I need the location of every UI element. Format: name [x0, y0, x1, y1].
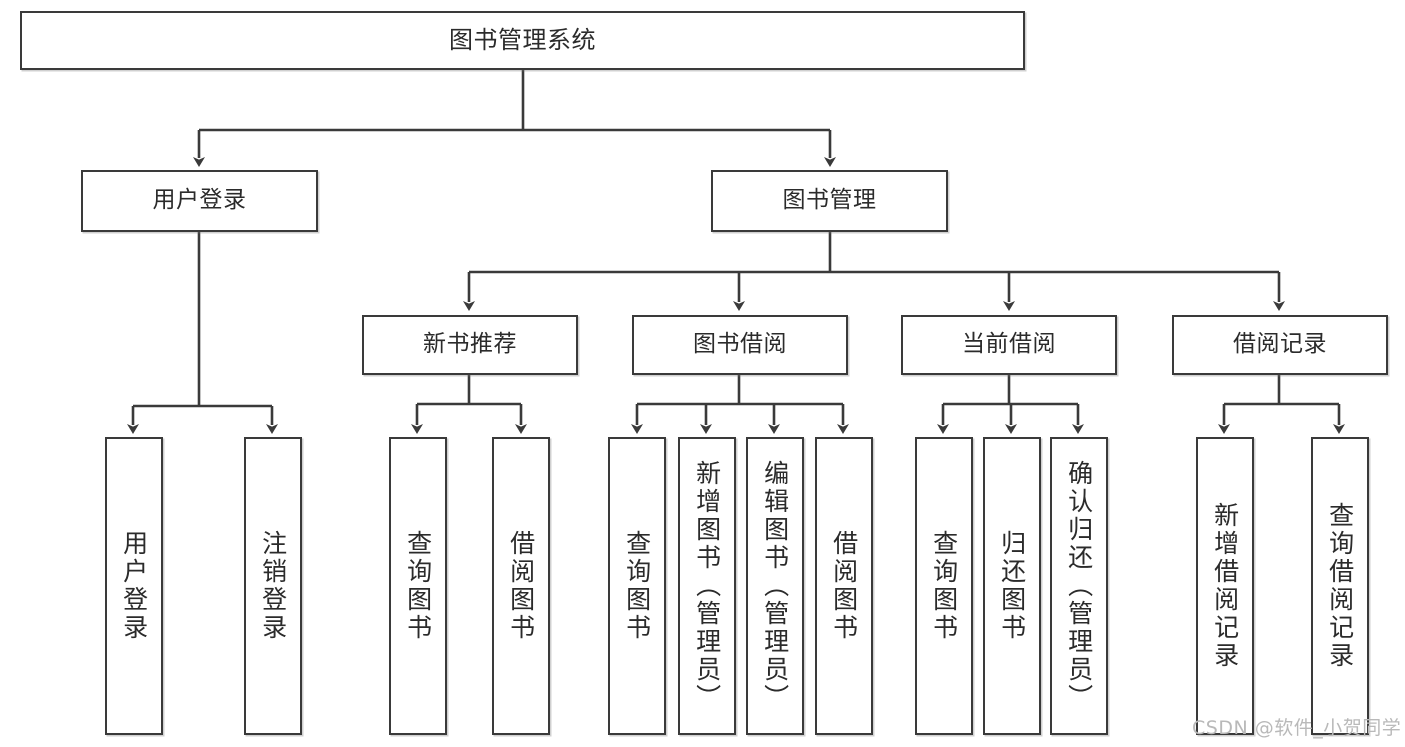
node-label: 查询图书: [622, 530, 652, 642]
node-label: 新书推荐: [423, 331, 517, 358]
node-label: 新增图书（管理员）: [692, 460, 722, 712]
node-label: 图书管理: [782, 187, 877, 214]
node-label: 编辑图书（管理员）: [760, 460, 790, 712]
node-label: 当前借阅: [962, 331, 1056, 358]
node-label: 用户登录: [152, 187, 247, 214]
node-label: 借阅记录: [1233, 331, 1327, 358]
node-label: 归还图书: [997, 530, 1027, 642]
leaf-current-confirm-return-admin[interactable]: 确认归还（管理员）: [1050, 437, 1108, 735]
node-label: 查询图书: [929, 530, 959, 642]
node-book-management[interactable]: 图书管理: [711, 170, 948, 232]
node-label: 图书借阅: [693, 331, 787, 358]
leaf-user-logout[interactable]: 注销登录: [244, 437, 302, 735]
leaf-newbook-query-book[interactable]: 查询图书: [389, 437, 447, 735]
node-label: 图书管理系统: [449, 26, 596, 55]
node-label: 确认归还（管理员）: [1064, 460, 1094, 712]
leaf-current-return-book[interactable]: 归还图书: [983, 437, 1041, 735]
leaf-current-query-book[interactable]: 查询图书: [915, 437, 973, 735]
node-label: 新增借阅记录: [1210, 502, 1240, 670]
node-label: 用户登录: [119, 530, 149, 642]
node-current-borrow[interactable]: 当前借阅: [901, 315, 1117, 375]
leaf-newbook-borrow-book[interactable]: 借阅图书: [492, 437, 550, 735]
leaf-records-query-record[interactable]: 查询借阅记录: [1311, 437, 1369, 735]
leaf-borrow-query-book[interactable]: 查询图书: [608, 437, 666, 735]
leaf-records-add-record[interactable]: 新增借阅记录: [1196, 437, 1254, 735]
node-new-book-recommend[interactable]: 新书推荐: [362, 315, 578, 375]
node-user-login[interactable]: 用户登录: [81, 170, 318, 232]
node-root-system[interactable]: 图书管理系统: [20, 11, 1025, 70]
node-book-borrow[interactable]: 图书借阅: [632, 315, 848, 375]
node-label: 借阅图书: [506, 530, 536, 642]
leaf-borrow-edit-book-admin[interactable]: 编辑图书（管理员）: [746, 437, 804, 735]
node-borrow-records[interactable]: 借阅记录: [1172, 315, 1388, 375]
leaf-borrow-add-book-admin[interactable]: 新增图书（管理员）: [678, 437, 736, 735]
watermark-text: CSDN @软件_小贺同学: [1192, 717, 1402, 739]
leaf-borrow-borrow-book[interactable]: 借阅图书: [815, 437, 873, 735]
node-label: 查询借阅记录: [1325, 502, 1355, 670]
leaf-user-login[interactable]: 用户登录: [105, 437, 163, 735]
node-label: 注销登录: [258, 530, 288, 642]
node-label: 借阅图书: [829, 530, 859, 642]
node-label: 查询图书: [403, 530, 433, 642]
